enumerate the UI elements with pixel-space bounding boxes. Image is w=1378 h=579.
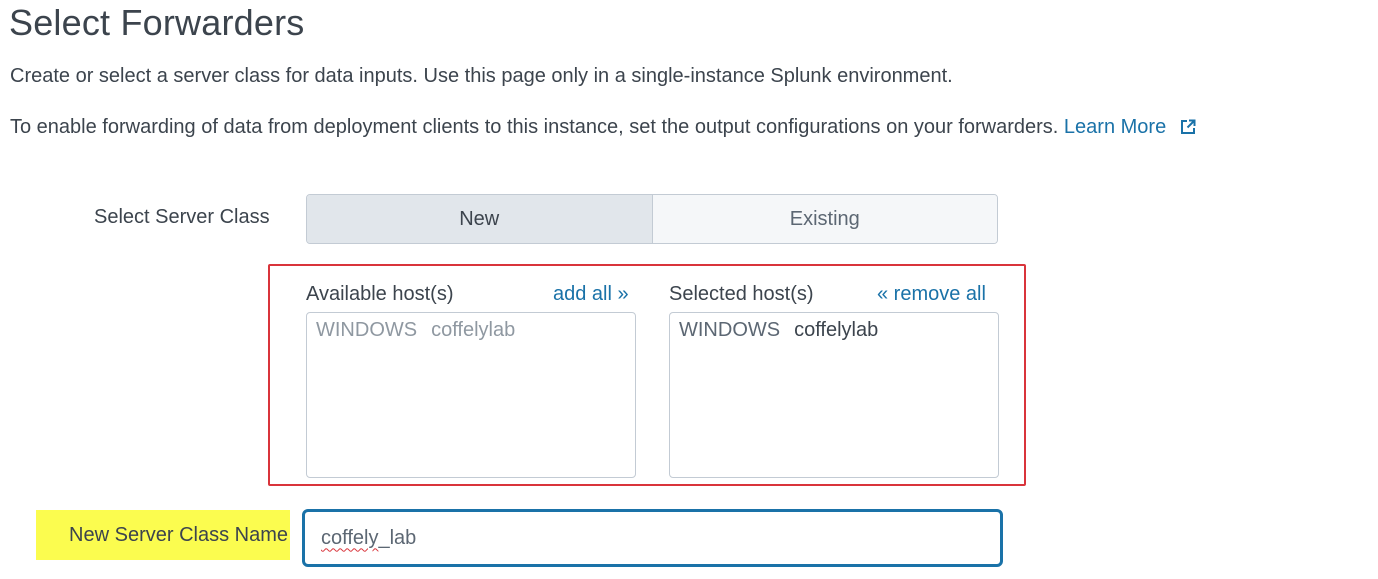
host-os: WINDOWS bbox=[679, 319, 781, 341]
external-link-icon bbox=[1180, 118, 1196, 141]
selected-hosts-list[interactable]: WINDOWS coffelylab bbox=[669, 312, 999, 478]
selected-hosts-label: Selected host(s) bbox=[669, 283, 814, 305]
server-class-name-input[interactable]: coffely_lab bbox=[302, 509, 1003, 567]
page-description: Create or select a server class for data… bbox=[10, 65, 953, 87]
input-value-rest: _lab bbox=[378, 526, 417, 549]
server-class-toggle: New Existing bbox=[306, 194, 998, 244]
available-hosts-list[interactable]: WINDOWS coffelylab bbox=[306, 312, 636, 478]
learn-more-link[interactable]: Learn More bbox=[1064, 116, 1196, 138]
host-os: WINDOWS bbox=[316, 319, 418, 341]
select-server-class-label: Select Server Class bbox=[94, 206, 270, 228]
learn-more-label: Learn More bbox=[1063, 116, 1167, 138]
hosts-highlight-box bbox=[268, 264, 1026, 486]
page-title: Select Forwarders bbox=[9, 2, 305, 43]
forwarding-instructions-text: To enable forwarding of data from deploy… bbox=[10, 116, 1059, 138]
available-host-item[interactable]: WINDOWS coffelylab bbox=[316, 319, 515, 342]
new-server-class-name-label: New Server Class Name bbox=[36, 510, 290, 560]
input-value-misspelled: coffely bbox=[321, 526, 379, 549]
add-all-link[interactable]: add all » bbox=[553, 283, 629, 305]
host-name: coffelylab bbox=[431, 319, 516, 341]
new-server-class-button[interactable]: New bbox=[307, 195, 653, 243]
existing-server-class-button[interactable]: Existing bbox=[652, 195, 997, 243]
remove-all-link[interactable]: « remove all bbox=[877, 283, 986, 305]
host-name: coffelylab bbox=[794, 319, 879, 341]
selected-host-item[interactable]: WINDOWS coffelylab bbox=[679, 319, 878, 342]
forwarding-instructions: To enable forwarding of data from deploy… bbox=[10, 116, 1196, 141]
available-hosts-label: Available host(s) bbox=[306, 283, 454, 305]
